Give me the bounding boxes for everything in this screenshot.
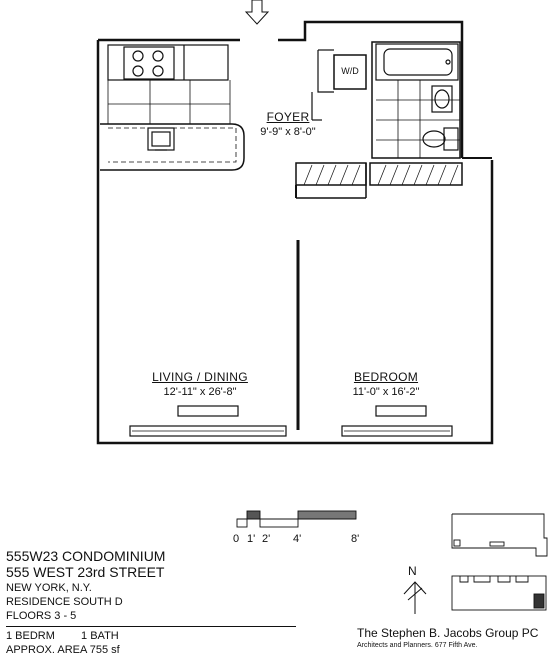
living-dining-name: LIVING / DINING — [152, 370, 248, 384]
scale-tick-2: 2' — [262, 533, 271, 545]
street-address: 555 WEST 23rd STREET — [6, 564, 165, 580]
firm-tagline: Architects and Planners. 677 Fifth Ave. — [357, 642, 478, 649]
sink-icon — [147, 127, 175, 151]
floor-plan-drawing — [96, 0, 494, 445]
property-info: 555W23 CONDOMINIUM 555 WEST 23rd STREET … — [6, 548, 306, 657]
scale-tick-4: 8' — [351, 533, 360, 545]
info-divider — [6, 626, 296, 627]
scale-tick-1: 1' — [247, 533, 256, 545]
foyer-label: FOYER 9'-9" x 8'-0" — [244, 110, 332, 138]
bathtub-icon — [375, 43, 459, 81]
scale-tick-0: 0 — [233, 533, 240, 545]
city: NEW YORK, N.Y. — [6, 582, 92, 594]
windows — [129, 405, 453, 437]
living-dining-label: LIVING / DINING 12'-11" x 26'-8" — [140, 370, 260, 398]
key-plan-upper — [451, 513, 548, 557]
firm-name: The Stephen B. Jacobs Group PC — [357, 626, 539, 640]
bedroom-dims: 11'-0" x 16'-2" — [352, 386, 420, 398]
wd-label: W/D — [341, 66, 359, 76]
exterior-walls — [96, 20, 494, 445]
bedroom-name: BEDROOM — [353, 370, 419, 384]
toilet-icon — [422, 127, 459, 151]
area: APPROX. AREA 755 sf — [6, 644, 120, 656]
bathroom — [371, 41, 461, 159]
bed-bath-line: 1 BEDRM 1 BATH — [6, 629, 306, 643]
foyer-name: FOYER — [266, 110, 310, 124]
bedroom-label: BEDROOM 11'-0" x 16'-2" — [336, 370, 436, 398]
north-label: N — [408, 564, 417, 578]
key-plan-lower — [451, 575, 547, 611]
bedrooms: 1 BEDRM — [6, 630, 55, 642]
stove-icon — [123, 46, 175, 80]
entry-arrow-icon — [244, 0, 270, 25]
living-dining-dims: 12'-11" x 26'-8" — [163, 386, 237, 398]
scale-bar — [236, 510, 357, 528]
kitchen — [100, 44, 245, 171]
scale-tick-labels: 0 1' 2' 4' 8' — [233, 533, 373, 547]
residence: RESIDENCE SOUTH D — [6, 596, 123, 608]
closets — [295, 162, 463, 199]
bath-sink-icon — [431, 85, 453, 113]
building-name: 555W23 CONDOMINIUM — [6, 548, 166, 564]
floors: FLOORS 3 - 5 — [6, 610, 77, 622]
scale-tick-3: 4' — [293, 533, 302, 545]
architect-credit: The Stephen B. Jacobs Group PC Architect… — [357, 626, 538, 649]
north-arrow-icon — [403, 581, 427, 614]
foyer-dims: 9'-9" x 8'-0" — [260, 126, 316, 138]
baths: 1 BATH — [81, 630, 119, 642]
washer-dryer — [311, 49, 367, 121]
